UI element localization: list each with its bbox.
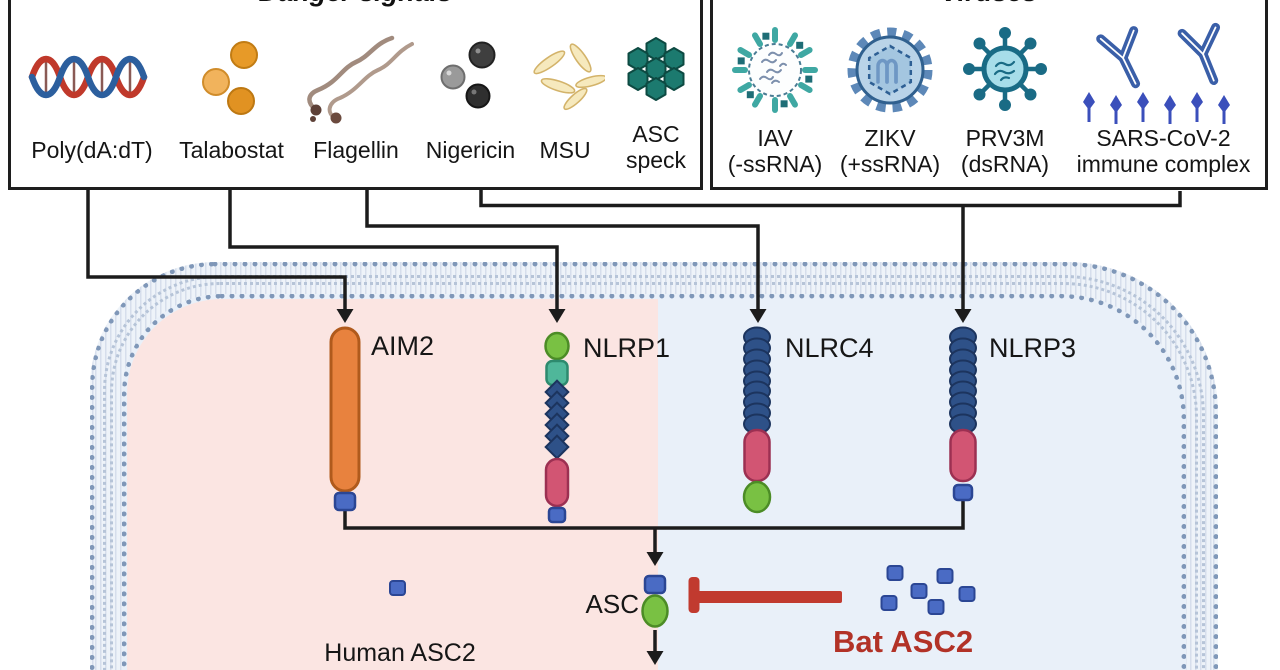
flagella-icon bbox=[296, 19, 416, 137]
nlrp1-receptor-glyph bbox=[544, 331, 570, 524]
antibody-virus-complex-icon bbox=[1061, 19, 1266, 125]
membrane-inner-dot-row bbox=[110, 282, 1198, 670]
danger-item-talabostat: Talabostat bbox=[169, 19, 294, 163]
danger-item-label: MSU bbox=[539, 137, 591, 163]
dna-helix-icon bbox=[17, 19, 167, 137]
danger-item-nigericin: Nigericin bbox=[418, 19, 523, 163]
virus-genome: (+ssRNA) bbox=[839, 151, 941, 177]
influenza-virion-icon bbox=[721, 19, 829, 125]
virus-genome: immune complex bbox=[1076, 151, 1251, 177]
cytoplasm bbox=[122, 294, 1186, 670]
membrane-inner-dot-row bbox=[103, 275, 1205, 670]
orange-spheres-icon bbox=[169, 19, 294, 137]
arrow-polydadt-to-aim2 bbox=[86, 189, 347, 309]
connector-nigericin-viruses bbox=[479, 189, 1182, 208]
reovirus-virion-icon bbox=[951, 19, 1059, 125]
viruses-panel: Viruses bbox=[710, 0, 1268, 190]
nlrp3-receptor-glyph bbox=[949, 326, 977, 502]
danger-item-label: Nigericin bbox=[425, 137, 516, 163]
inhibition-bar bbox=[688, 577, 842, 613]
urate-crystals-icon bbox=[525, 19, 605, 137]
nlrp1-label: NLRP1 bbox=[583, 333, 671, 363]
arrow-talabostat-to-nlrp1 bbox=[228, 189, 559, 309]
danger-item-asc-speck: ASC speck bbox=[609, 19, 703, 173]
nlrc4-receptor-glyph bbox=[742, 326, 772, 514]
aim2-receptor-glyph bbox=[329, 326, 361, 512]
danger-item-poly-da-dt: Poly(dA:dT) bbox=[17, 19, 167, 163]
asc-adaptor-glyph bbox=[641, 574, 669, 628]
nlrp3-label: NLRP3 bbox=[989, 333, 1077, 363]
nlrc4-label: NLRC4 bbox=[785, 333, 874, 363]
virus-genome: (-ssRNA) bbox=[727, 151, 823, 177]
danger-item-label: Poly(dA:dT) bbox=[31, 137, 153, 163]
bat-asc2-label: Bat ASC2 bbox=[833, 624, 974, 659]
aim2-label: AIM2 bbox=[371, 331, 435, 361]
activation-connectors bbox=[86, 189, 1182, 651]
virus-genome: (dsRNA) bbox=[960, 151, 1050, 177]
danger-item-label: Talabostat bbox=[179, 137, 284, 163]
human-asc2-label: Human ASC2 bbox=[324, 639, 476, 667]
danger-signals-panel: Danger signals Poly(dA:dT) Talabostat bbox=[8, 0, 703, 190]
danger-item-label: ASC speck bbox=[625, 121, 687, 173]
arrowheads bbox=[336, 309, 972, 665]
virus-item-prv3m: PRV3M (dsRNA) bbox=[951, 19, 1059, 177]
human-asc2-monomer bbox=[389, 580, 406, 596]
danger-item-label: Flagellin bbox=[313, 137, 399, 163]
arrow-flagellin-to-nlrc4 bbox=[365, 189, 760, 309]
danger-item-msu: MSU bbox=[525, 19, 605, 163]
viruses-panel-title: Viruses bbox=[713, 0, 1265, 7]
bat-asc2-monomers bbox=[880, 565, 976, 615]
virus-item-iav: IAV (-ssRNA) bbox=[721, 19, 829, 177]
cell-membrane bbox=[90, 262, 1218, 670]
gray-spheres-icon bbox=[418, 19, 523, 137]
speck-hexamer-icon bbox=[609, 19, 703, 121]
virus-item-sars-cov-2: SARS-CoV-2 immune complex bbox=[1061, 19, 1266, 177]
bracket-receptors-to-asc bbox=[343, 500, 965, 530]
danger-item-flagellin: Flagellin bbox=[296, 19, 416, 163]
virus-name: ZIKV bbox=[864, 125, 916, 151]
asc-label: ASC bbox=[585, 589, 639, 619]
danger-panel-title: Danger signals bbox=[11, 0, 700, 7]
virus-name: IAV bbox=[757, 125, 793, 151]
virion-pins bbox=[1083, 92, 1230, 124]
virus-name: PRV3M bbox=[965, 125, 1045, 151]
zika-virion-icon bbox=[831, 19, 949, 125]
virus-item-zikv: ZIKV (+ssRNA) bbox=[831, 19, 949, 177]
virus-name: SARS-CoV-2 bbox=[1096, 125, 1231, 151]
cytoplasm-human-side bbox=[127, 299, 658, 670]
